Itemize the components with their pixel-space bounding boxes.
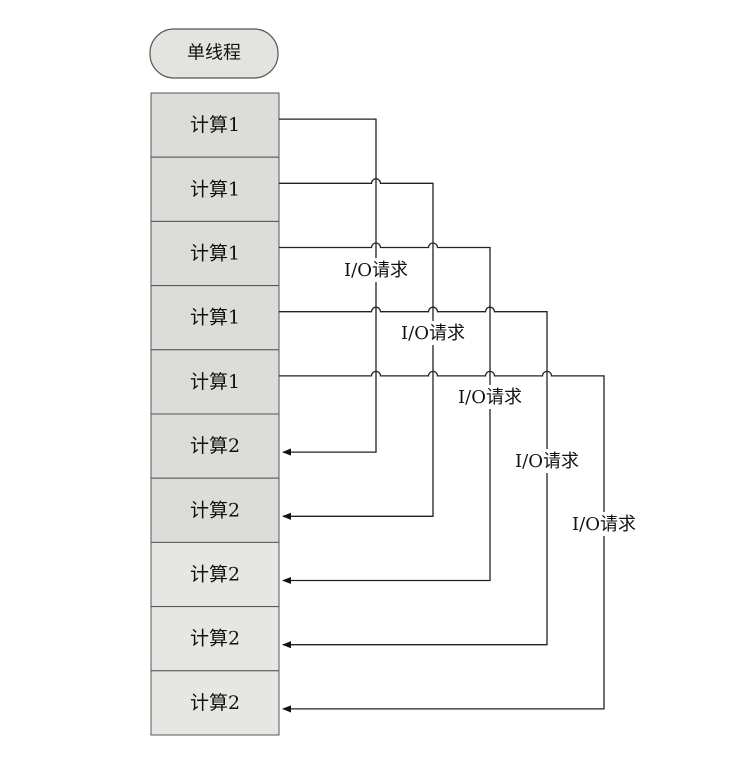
compute-block: 计算2 [150,606,280,672]
compute-block: 计算1 [150,285,280,351]
io-request-wires [279,118,605,713]
compute-block: 计算1 [150,349,280,415]
io-request-label-bg [567,512,641,536]
io-request-wire [279,118,377,456]
io-request-label: I/O请求 [396,321,470,345]
compute-block: 计算2 [150,477,280,543]
compute-block-rect [150,541,280,608]
thread-header-label: 单线程 [187,43,241,64]
io-request-label-text: I/O请求 [401,323,465,344]
io-request-wire [279,370,605,713]
io-request-wire [279,178,434,520]
io-request-wire [279,306,548,649]
io-request-label: I/O请求 [567,512,641,536]
compute-block-rect [150,220,280,287]
compute-block-rect [150,156,280,222]
thread-header-pill [149,28,279,79]
io-request-label: I/O请求 [453,385,527,409]
io-request-label-text: I/O请求 [344,260,408,281]
io-request-label-bg [510,449,584,473]
thread-header: 单线程 [149,28,279,79]
compute-block: 计算1 [150,156,280,222]
compute-block-rect [150,285,280,351]
compute-block-label: 计算2 [190,628,240,650]
compute-block-rect [150,477,280,543]
compute-block-rect [150,606,280,672]
compute-block: 计算2 [150,413,280,479]
compute-block-label: 计算1 [190,307,240,329]
compute-block-label: 计算2 [190,692,240,714]
io-request-label-text: I/O请求 [572,514,636,535]
compute-block: 计算2 [150,670,280,736]
io-request-label-text: I/O请求 [458,387,522,408]
compute-block-label: 计算1 [190,114,240,136]
compute-block-label: 计算1 [190,178,240,200]
compute-block-label: 计算1 [190,371,240,393]
compute-block-label: 计算2 [190,564,240,586]
io-request-label-bg [339,258,413,282]
compute-block-rect [150,670,280,736]
io-request-label-text: I/O请求 [515,451,579,472]
io-request-label-bg [396,321,470,345]
io-request-wire [279,242,491,585]
compute-block-rect [150,92,280,158]
compute-block: 计算2 [150,541,280,608]
compute-block-label: 计算1 [190,243,240,265]
io-request-labels: I/O请求 I/O请求 I/O请求 I/O请求 I/O请求 [339,258,641,536]
compute-block: 计算1 [150,220,280,287]
io-request-label-bg [453,385,527,409]
io-request-label: I/O请求 [339,258,413,282]
compute-block-stack: 计算1 计算1 计算1 计算1 计算1 计算2 计算2 计算2 计算2 计算2 [150,92,280,736]
compute-block: 计算1 [150,92,280,158]
compute-block-label: 计算2 [190,499,240,521]
compute-block-label: 计算2 [190,435,240,457]
io-request-label: I/O请求 [510,449,584,473]
